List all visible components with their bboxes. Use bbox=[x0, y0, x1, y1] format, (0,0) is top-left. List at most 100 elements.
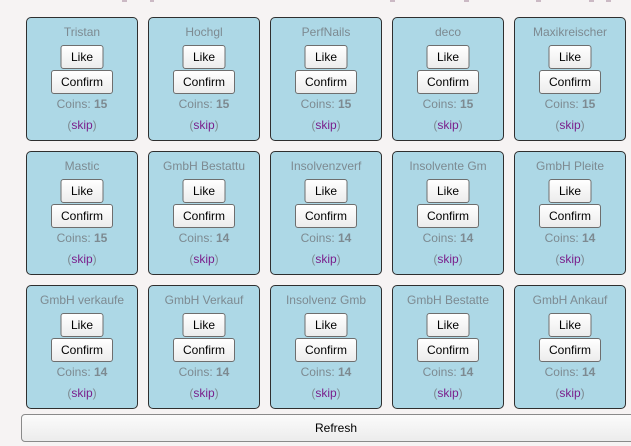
card-grid: Tristan Like Confirm Coins: 15 (skip) Ho… bbox=[26, 17, 631, 409]
page-card: Hochgl Like Confirm Coins: 15 (skip) bbox=[148, 17, 260, 141]
coins-info: Coins: 14 bbox=[149, 365, 259, 380]
skip-row: (skip) bbox=[311, 386, 341, 400]
skip-row: (skip) bbox=[555, 252, 585, 266]
page-card: GmbH Bestattu Like Confirm Coins: 14 (sk… bbox=[148, 151, 260, 275]
coins-label: Coins: bbox=[300, 231, 335, 245]
confirm-button[interactable]: Confirm bbox=[417, 338, 479, 362]
coins-info: Coins: 14 bbox=[271, 365, 381, 380]
coins-info: Coins: 14 bbox=[27, 365, 137, 380]
page-card: GmbH Verkauf Like Confirm Coins: 14 (ski… bbox=[148, 285, 260, 409]
like-button[interactable]: Like bbox=[548, 45, 592, 69]
coins-label: Coins: bbox=[544, 365, 579, 379]
like-button[interactable]: Like bbox=[60, 313, 104, 337]
page-card: GmbH Ankauf Like Confirm Coins: 14 (skip… bbox=[514, 285, 626, 409]
card-title: Mastic bbox=[64, 159, 100, 173]
like-button[interactable]: Like bbox=[548, 313, 592, 337]
skip-link[interactable]: skip bbox=[193, 386, 215, 400]
coins-value: 15 bbox=[94, 97, 108, 111]
coins-info: Coins: 14 bbox=[393, 231, 503, 246]
skip-link[interactable]: skip bbox=[437, 252, 459, 266]
skip-link[interactable]: skip bbox=[71, 386, 93, 400]
skip-row: (skip) bbox=[311, 118, 341, 132]
skip-link[interactable]: skip bbox=[437, 386, 459, 400]
skip-row: (skip) bbox=[433, 252, 463, 266]
refresh-button[interactable]: Refresh bbox=[21, 414, 631, 442]
confirm-button[interactable]: Confirm bbox=[173, 338, 235, 362]
like-button[interactable]: Like bbox=[548, 179, 592, 203]
card-title: Hochgl bbox=[185, 25, 223, 39]
like-button[interactable]: Like bbox=[304, 45, 348, 69]
skip-link[interactable]: skip bbox=[193, 118, 215, 132]
coins-label: Coins: bbox=[544, 231, 579, 245]
coins-label: Coins: bbox=[300, 97, 335, 111]
confirm-button[interactable]: Confirm bbox=[173, 204, 235, 228]
card-title: GmbH Bestatte bbox=[406, 293, 490, 307]
confirm-button[interactable]: Confirm bbox=[173, 70, 235, 94]
skip-link[interactable]: skip bbox=[315, 386, 337, 400]
skip-link[interactable]: skip bbox=[559, 118, 581, 132]
skip-row: (skip) bbox=[433, 118, 463, 132]
coins-value: 14 bbox=[338, 231, 352, 245]
page-card: Insolvente Gm Like Confirm Coins: 14 (sk… bbox=[392, 151, 504, 275]
like-button[interactable]: Like bbox=[182, 45, 226, 69]
confirm-button[interactable]: Confirm bbox=[539, 204, 601, 228]
skip-row: (skip) bbox=[433, 386, 463, 400]
confirm-button[interactable]: Confirm bbox=[417, 70, 479, 94]
coins-info: Coins: 14 bbox=[515, 365, 625, 380]
like-button[interactable]: Like bbox=[426, 45, 470, 69]
page-card: GmbH verkaufe Like Confirm Coins: 14 (sk… bbox=[26, 285, 138, 409]
coins-label: Coins: bbox=[56, 365, 91, 379]
coins-label: Coins: bbox=[422, 231, 457, 245]
cropped-header-text bbox=[0, 0, 631, 4]
coins-info: Coins: 14 bbox=[515, 231, 625, 246]
skip-link[interactable]: skip bbox=[559, 386, 581, 400]
coins-value: 14 bbox=[460, 231, 474, 245]
confirm-button[interactable]: Confirm bbox=[295, 204, 357, 228]
coins-label: Coins: bbox=[300, 365, 335, 379]
like-button[interactable]: Like bbox=[304, 313, 348, 337]
skip-link[interactable]: skip bbox=[315, 252, 337, 266]
coins-value: 14 bbox=[460, 365, 474, 379]
page-card: PerfNails Like Confirm Coins: 15 (skip) bbox=[270, 17, 382, 141]
coins-value: 15 bbox=[216, 97, 230, 111]
coins-value: 14 bbox=[582, 231, 596, 245]
confirm-button[interactable]: Confirm bbox=[295, 338, 357, 362]
like-button[interactable]: Like bbox=[60, 179, 104, 203]
skip-link[interactable]: skip bbox=[559, 252, 581, 266]
coins-label: Coins: bbox=[178, 365, 213, 379]
like-button[interactable]: Like bbox=[426, 179, 470, 203]
confirm-button[interactable]: Confirm bbox=[539, 338, 601, 362]
skip-link[interactable]: skip bbox=[315, 118, 337, 132]
page-card: deco Like Confirm Coins: 15 (skip) bbox=[392, 17, 504, 141]
confirm-button[interactable]: Confirm bbox=[417, 204, 479, 228]
skip-link[interactable]: skip bbox=[71, 118, 93, 132]
coins-value: 15 bbox=[460, 97, 474, 111]
like-button[interactable]: Like bbox=[426, 313, 470, 337]
confirm-button[interactable]: Confirm bbox=[51, 70, 113, 94]
card-title: Tristan bbox=[63, 25, 101, 39]
coins-label: Coins: bbox=[56, 97, 91, 111]
page-card: Insolvenz Gmb Like Confirm Coins: 14 (sk… bbox=[270, 285, 382, 409]
skip-link[interactable]: skip bbox=[193, 252, 215, 266]
skip-row: (skip) bbox=[67, 118, 97, 132]
like-button[interactable]: Like bbox=[304, 179, 348, 203]
skip-row: (skip) bbox=[189, 118, 219, 132]
skip-row: (skip) bbox=[189, 252, 219, 266]
confirm-button[interactable]: Confirm bbox=[539, 70, 601, 94]
like-button[interactable]: Like bbox=[182, 313, 226, 337]
skip-link[interactable]: skip bbox=[437, 118, 459, 132]
confirm-button[interactable]: Confirm bbox=[51, 204, 113, 228]
coins-value: 15 bbox=[338, 97, 352, 111]
skip-link[interactable]: skip bbox=[71, 252, 93, 266]
coins-info: Coins: 14 bbox=[393, 365, 503, 380]
skip-row: (skip) bbox=[67, 252, 97, 266]
skip-row: (skip) bbox=[189, 386, 219, 400]
like-button[interactable]: Like bbox=[182, 179, 226, 203]
confirm-button[interactable]: Confirm bbox=[51, 338, 113, 362]
coins-value: 15 bbox=[582, 97, 596, 111]
coins-label: Coins: bbox=[56, 231, 91, 245]
confirm-button[interactable]: Confirm bbox=[295, 70, 357, 94]
card-title: GmbH verkaufe bbox=[39, 293, 125, 307]
like-button[interactable]: Like bbox=[60, 45, 104, 69]
card-title: PerfNails bbox=[301, 25, 351, 39]
